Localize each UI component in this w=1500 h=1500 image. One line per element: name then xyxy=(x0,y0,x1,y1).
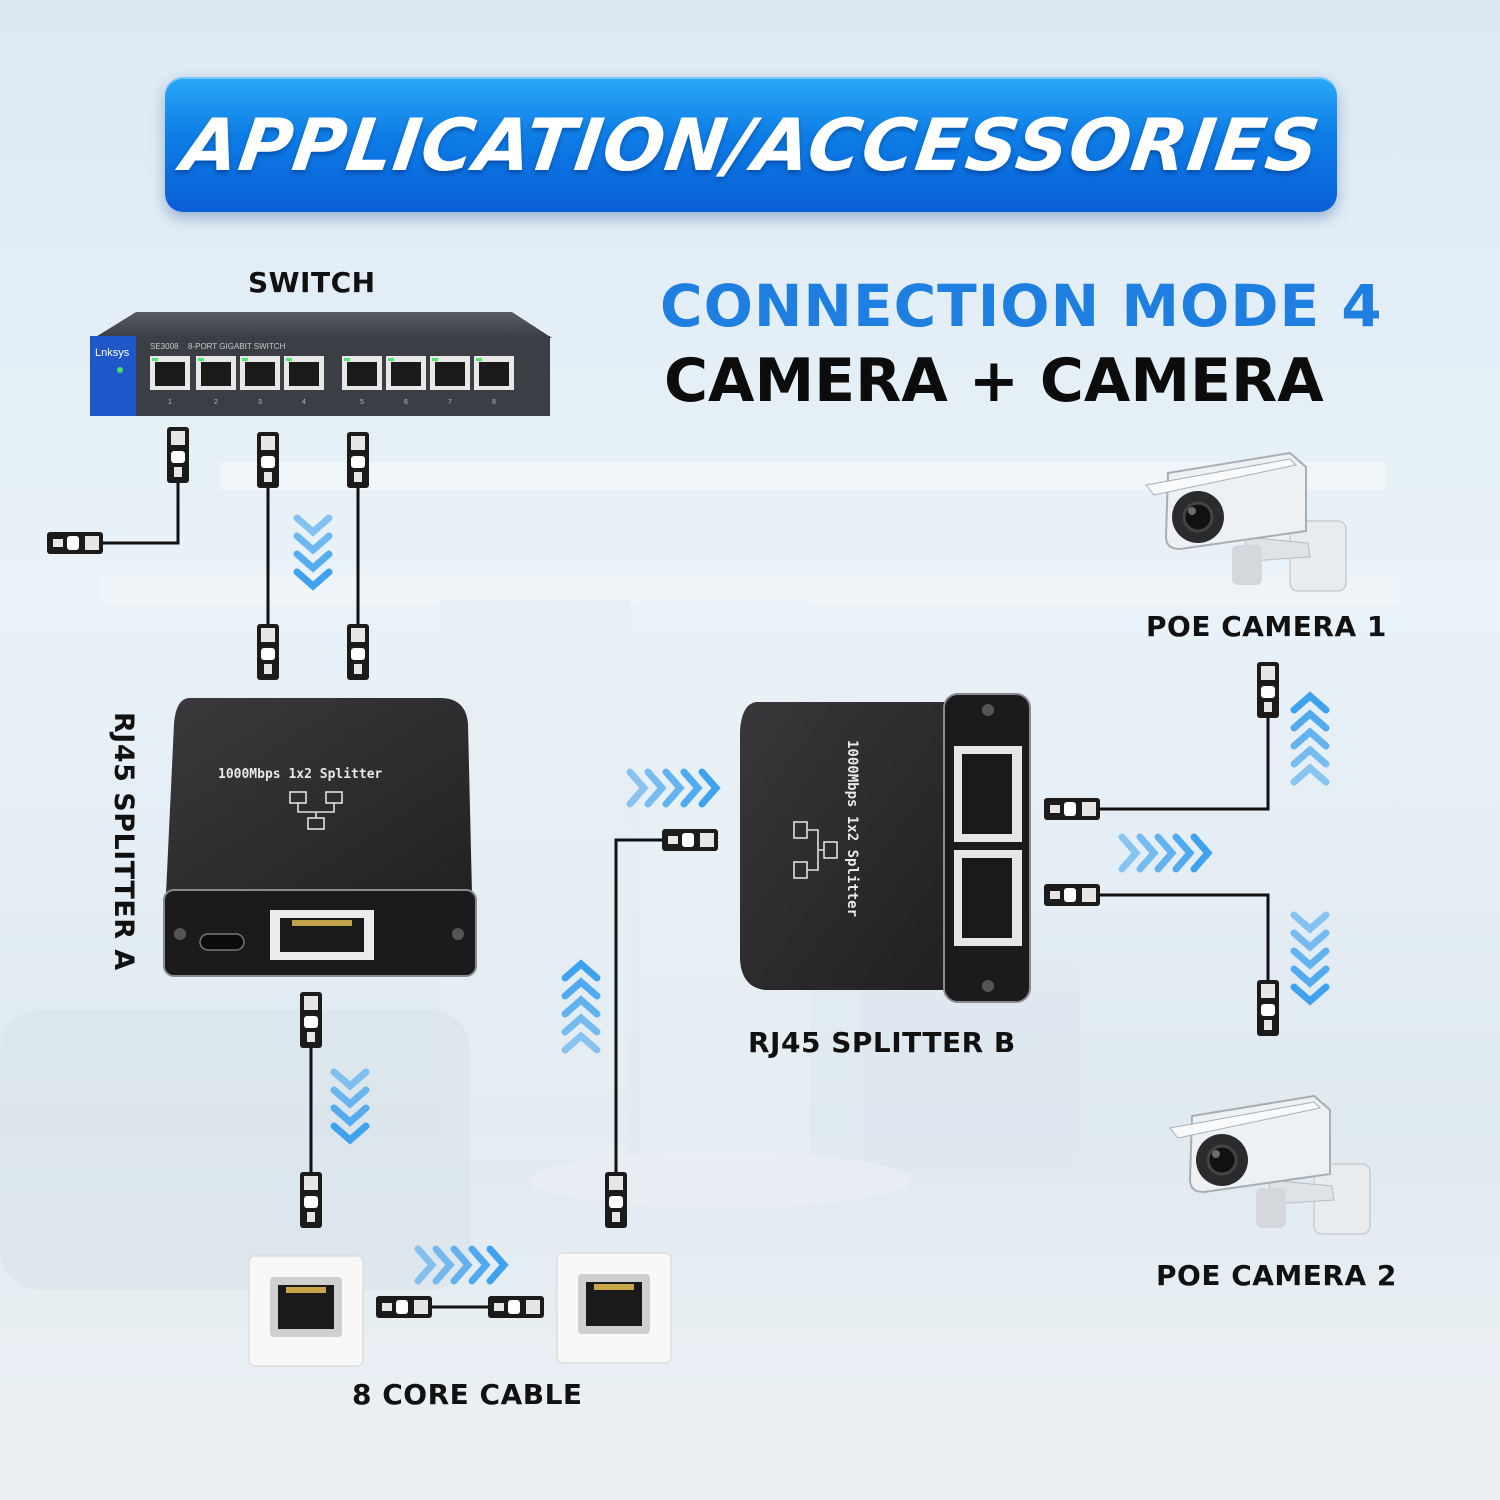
splitter-b-print: 1000Mbps 1x2 Splitter xyxy=(844,740,860,917)
poe-camera-2 xyxy=(1169,1094,1371,1235)
splitter-b-device: 1000Mbps 1x2 Splitter xyxy=(740,693,1031,1003)
title-banner: APPLICATION/ACCESSORIES xyxy=(165,77,1337,212)
switch-label: SWITCH xyxy=(248,266,376,299)
wall-socket-left xyxy=(248,1255,364,1367)
switch-port-number: 1 xyxy=(168,399,172,406)
connection-mode-subtitle: CAMERA + CAMERA xyxy=(664,346,1324,416)
splitter-a-print: 1000Mbps 1x2 Splitter xyxy=(218,767,383,782)
cable-label: 8 CORE CABLE xyxy=(352,1378,583,1411)
switch-port-number: 5 xyxy=(360,399,364,406)
switch-port-number: 2 xyxy=(214,399,218,406)
switch-description-text: 8-PORT GIGABIT SWITCH xyxy=(188,342,286,351)
switch-port-number: 7 xyxy=(448,399,452,406)
wall-socket-right xyxy=(556,1252,672,1364)
switch-port-number: 4 xyxy=(302,399,306,406)
splitter-b-label: RJ45 SPLITTER B xyxy=(748,1026,1016,1059)
connection-mode-title: CONNECTION MODE 4 xyxy=(660,272,1383,340)
switch-model-text: SE3008 xyxy=(150,342,179,351)
switch-port-number: 6 xyxy=(404,399,408,406)
splitter-a-device: 1000Mbps 1x2 Splitter xyxy=(163,698,477,977)
splitter-a-label: RJ45 SPLITTER A xyxy=(108,712,139,971)
poe-camera-1 xyxy=(1145,451,1347,592)
camera-2-label: POE CAMERA 2 xyxy=(1156,1259,1397,1292)
network-switch: Lnksys SE3008 8-PORT GIGABIT SWITCH 1 2 3 4… xyxy=(90,312,552,416)
camera-1-label: POE CAMERA 1 xyxy=(1146,610,1387,643)
switch-brand-text: Lnksys xyxy=(95,347,130,359)
switch-port-number: 3 xyxy=(258,399,262,406)
switch-port-number: 8 xyxy=(492,399,496,406)
banner-title: APPLICATION/ACCESSORIES xyxy=(176,102,1326,187)
